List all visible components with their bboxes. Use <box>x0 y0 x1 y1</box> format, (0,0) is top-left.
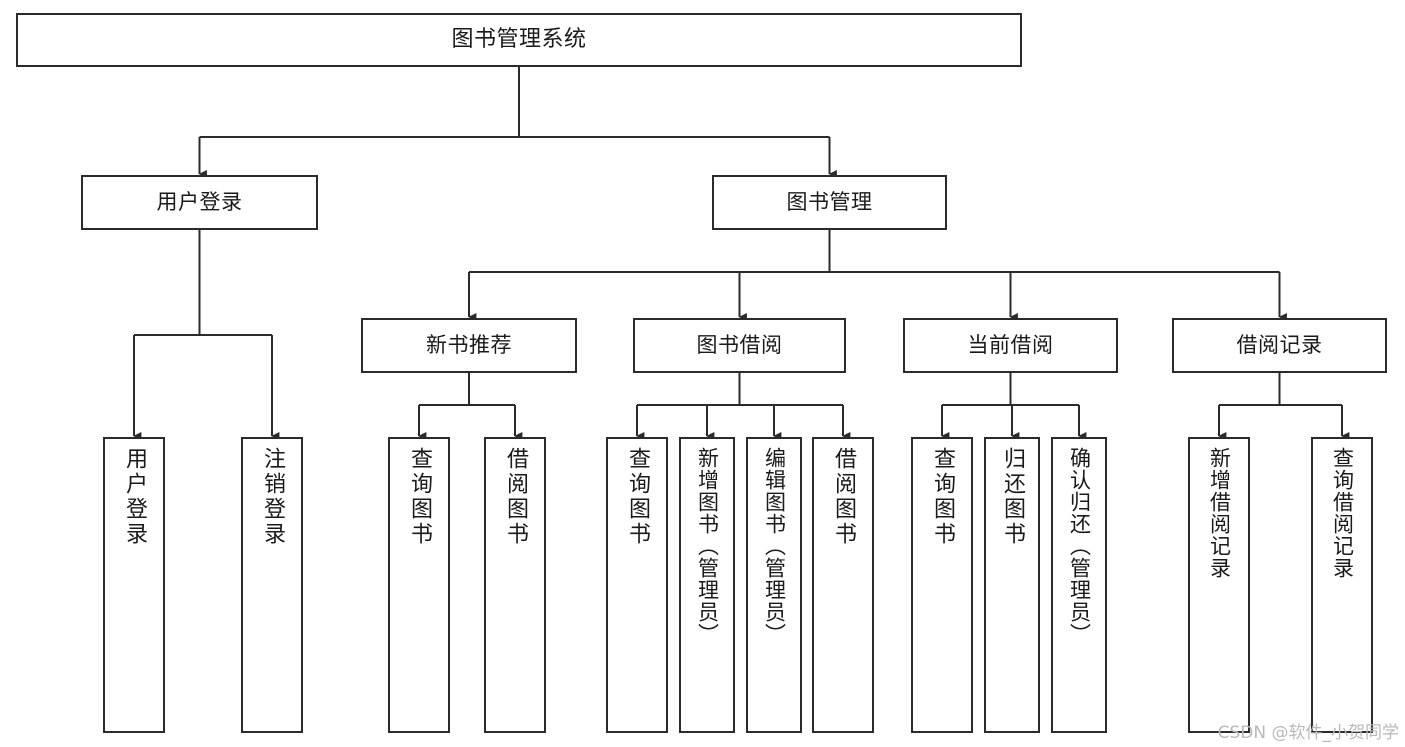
node-label: 查询借阅记录 <box>1330 447 1355 579</box>
node-borrow-record[interactable]: 借阅记录 <box>1172 318 1387 373</box>
watermark-text: CSDN @软件_小贺同学 <box>1217 723 1399 743</box>
node-leaf-cur-confirm[interactable]: 确认归还（管理员） <box>1051 437 1107 733</box>
node-root[interactable]: 图书管理系统 <box>16 13 1022 67</box>
node-leaf-rec-search[interactable]: 查询借阅记录 <box>1311 437 1373 733</box>
node-book-borrow[interactable]: 图书借阅 <box>633 318 846 373</box>
node-label: 用户登录 <box>122 447 147 547</box>
node-label: 新增借阅记录 <box>1207 447 1232 579</box>
node-leaf-cur-return[interactable]: 归还图书 <box>984 437 1040 733</box>
node-label: 图书借阅 <box>696 332 783 357</box>
node-current-borrow[interactable]: 当前借阅 <box>903 318 1118 373</box>
node-label: 借阅记录 <box>1236 332 1323 357</box>
node-leaf-cur-query[interactable]: 查询图书 <box>911 437 973 733</box>
node-user-login[interactable]: 用户登录 <box>81 175 318 230</box>
node-label: 查询图书 <box>930 447 955 547</box>
node-label: 图书管理系统 <box>451 26 587 52</box>
node-leaf-borrow-add[interactable]: 新增图书（管理员） <box>679 437 735 733</box>
node-label: 新增图书（管理员） <box>695 447 720 645</box>
node-label: 查询图书 <box>625 447 650 547</box>
node-leaf-borrow-do[interactable]: 借阅图书 <box>812 437 874 733</box>
node-leaf-borrow-query[interactable]: 查询图书 <box>606 437 668 733</box>
node-new-book-rec[interactable]: 新书推荐 <box>361 318 577 373</box>
node-label: 新书推荐 <box>426 332 512 357</box>
node-leaf-rec-add[interactable]: 新增借阅记录 <box>1188 437 1250 733</box>
node-label: 借阅图书 <box>503 447 528 547</box>
node-label: 归还图书 <box>1000 447 1025 547</box>
node-label: 借阅图书 <box>831 447 856 547</box>
node-label: 注销登录 <box>260 447 285 547</box>
node-leaf-rec-borrow[interactable]: 借阅图书 <box>484 437 546 733</box>
node-label: 查询图书 <box>407 447 432 547</box>
node-leaf-rec-query[interactable]: 查询图书 <box>388 437 450 733</box>
node-leaf-user-logout[interactable]: 注销登录 <box>241 437 303 733</box>
connector-paths <box>132 67 1350 441</box>
node-leaf-borrow-edit[interactable]: 编辑图书（管理员） <box>746 437 802 733</box>
node-label: 当前借阅 <box>967 332 1054 357</box>
node-label: 确认归还（管理员） <box>1067 447 1092 645</box>
node-label: 用户登录 <box>156 189 243 214</box>
node-label: 编辑图书（管理员） <box>762 447 787 645</box>
node-book-manage[interactable]: 图书管理 <box>712 175 947 230</box>
node-label: 图书管理 <box>786 189 873 214</box>
node-leaf-user-login[interactable]: 用户登录 <box>103 437 165 733</box>
